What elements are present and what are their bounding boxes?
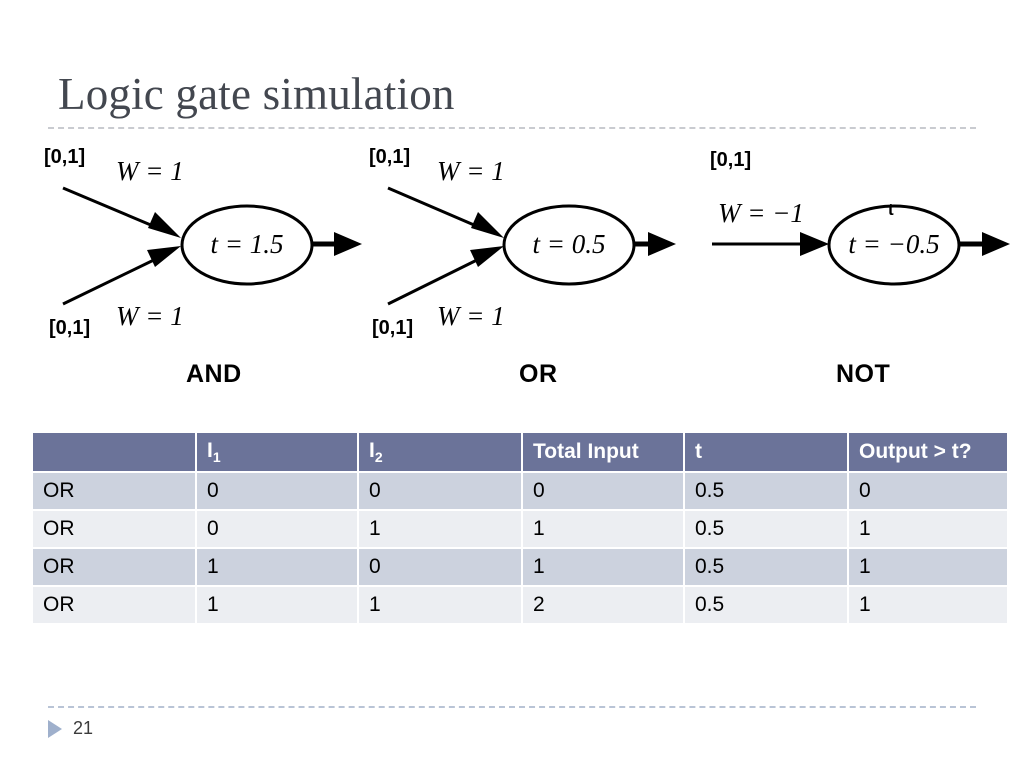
column-header-gate[interactable] bbox=[33, 433, 195, 472]
gate-label-or: OR bbox=[519, 360, 558, 388]
gate-label-and: AND bbox=[186, 360, 242, 388]
gate-graphics bbox=[62, 186, 1010, 306]
cell-gate: OR bbox=[33, 549, 195, 586]
cell-output: 1 bbox=[849, 549, 1007, 586]
cell-i1: 1 bbox=[197, 549, 357, 586]
table-row[interactable]: OR 0 0 0 0.5 0 bbox=[33, 473, 1007, 510]
column-header-i2[interactable]: I2 bbox=[359, 433, 521, 472]
and-input-2-arrow bbox=[62, 246, 181, 306]
not-input-arrow bbox=[712, 232, 829, 256]
cell-t: 0.5 bbox=[685, 549, 847, 586]
column-header-output[interactable]: Output > t? bbox=[849, 433, 1007, 472]
or-input-1-weight: W = 1 bbox=[437, 156, 505, 186]
cell-output: 1 bbox=[849, 587, 1007, 624]
cell-gate: OR bbox=[33, 473, 195, 510]
footer: 21 bbox=[48, 718, 93, 739]
not-output-arrow bbox=[959, 232, 1010, 256]
not-mini-t-label: t bbox=[888, 200, 894, 219]
or-input-1-arrow bbox=[387, 186, 504, 238]
column-header-i1[interactable]: I1 bbox=[197, 433, 357, 472]
or-input-2-arrow bbox=[387, 246, 504, 306]
or-output-arrow bbox=[634, 232, 676, 256]
and-threshold: t = 1.5 bbox=[210, 229, 284, 259]
i1-base: I bbox=[207, 439, 213, 462]
not-input-weight: W = −1 bbox=[718, 198, 804, 228]
or-input-2-range: [0,1] bbox=[372, 317, 414, 339]
or-input-2-weight: W = 1 bbox=[437, 301, 505, 331]
cell-total: 1 bbox=[523, 511, 683, 548]
not-input-range: [0,1] bbox=[710, 149, 752, 171]
truth-table: I1 I2 Total Input t Output > t? OR 0 0 0… bbox=[31, 431, 1009, 625]
gate-label-not: NOT bbox=[836, 360, 891, 388]
table-body: OR 0 0 0 0.5 0 OR 0 1 1 0.5 1 OR 1 0 1 0… bbox=[33, 473, 1007, 624]
i2-subscript: 2 bbox=[374, 449, 383, 466]
or-input-1-range: [0,1] bbox=[369, 146, 411, 168]
table-row[interactable]: OR 1 1 2 0.5 1 bbox=[33, 587, 1007, 624]
cell-total: 1 bbox=[523, 549, 683, 586]
cell-i2: 0 bbox=[359, 549, 521, 586]
table-row[interactable]: OR 1 0 1 0.5 1 bbox=[33, 549, 1007, 586]
column-header-total-input[interactable]: Total Input bbox=[523, 433, 683, 472]
title-divider bbox=[48, 127, 976, 129]
cell-i2: 1 bbox=[359, 587, 521, 624]
gate-diagrams: [0,1] W = 1 [0,1] W = 1 t = 1.5 AND [0,1… bbox=[0, 140, 1024, 395]
cell-t: 0.5 bbox=[685, 511, 847, 548]
table-row[interactable]: OR 0 1 1 0.5 1 bbox=[33, 511, 1007, 548]
cell-output: 1 bbox=[849, 511, 1007, 548]
and-input-1-weight: W = 1 bbox=[116, 156, 184, 186]
and-input-2-range: [0,1] bbox=[49, 317, 91, 339]
and-input-1-range: [0,1] bbox=[44, 146, 86, 168]
cell-gate: OR bbox=[33, 587, 195, 624]
cell-output: 0 bbox=[849, 473, 1007, 510]
cell-total: 2 bbox=[523, 587, 683, 624]
cell-i2: 1 bbox=[359, 511, 521, 548]
triangle-right-icon bbox=[48, 719, 62, 738]
i2-base: I bbox=[369, 439, 375, 462]
cell-t: 0.5 bbox=[685, 587, 847, 624]
cell-i1: 1 bbox=[197, 587, 357, 624]
cell-i1: 0 bbox=[197, 473, 357, 510]
cell-i2: 0 bbox=[359, 473, 521, 510]
i1-subscript: 1 bbox=[212, 449, 221, 466]
table-header-row: I1 I2 Total Input t Output > t? bbox=[33, 433, 1007, 472]
and-input-2-weight: W = 1 bbox=[116, 301, 184, 331]
and-input-1-arrow bbox=[62, 186, 181, 238]
cell-t: 0.5 bbox=[685, 473, 847, 510]
footer-divider bbox=[48, 706, 976, 708]
slide-number: 21 bbox=[73, 718, 94, 738]
cell-gate: OR bbox=[33, 511, 195, 548]
cell-i1: 0 bbox=[197, 511, 357, 548]
cell-total: 0 bbox=[523, 473, 683, 510]
not-threshold: t = −0.5 bbox=[848, 229, 940, 259]
and-output-arrow bbox=[312, 232, 362, 256]
page-title: Logic gate simulation bbox=[58, 69, 455, 119]
column-header-threshold[interactable]: t bbox=[685, 433, 847, 472]
or-threshold: t = 0.5 bbox=[532, 229, 606, 259]
